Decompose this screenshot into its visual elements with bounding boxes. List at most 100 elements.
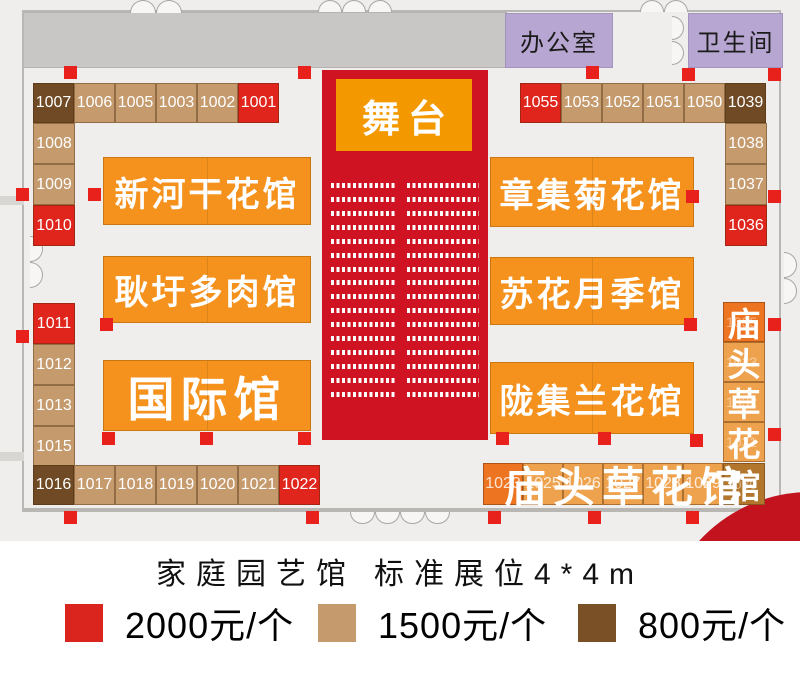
booth-number: 1009 [36, 175, 72, 193]
seat-row [331, 280, 479, 286]
red-marker [768, 428, 781, 441]
booth-1001: 1001 [238, 83, 279, 123]
booth-number: 1017 [76, 476, 113, 493]
booth-1006: 1006 [74, 83, 115, 123]
hall-label: 章集菊花馆 [499, 176, 685, 215]
booth-number: 1035 [726, 314, 758, 330]
booth-1016: 1016 [33, 465, 74, 505]
seat-row [331, 210, 479, 216]
booth-1028: 1028 [643, 463, 683, 505]
red-marker [588, 511, 601, 524]
booth-number: 1007 [35, 94, 72, 111]
booth-1029: 1029 [683, 463, 723, 505]
seat-row [331, 294, 479, 300]
legend-title-hall: 家庭园艺馆 [155, 558, 356, 591]
booth-number: 1051 [645, 94, 682, 111]
red-marker [768, 190, 781, 203]
booth-number: 1036 [728, 216, 764, 234]
booth-number: 1039 [727, 94, 764, 111]
seat-row [331, 252, 479, 258]
booth-1026: 1026 [563, 463, 603, 505]
outer-wall-top-line [22, 10, 781, 12]
booth-number: 1037 [728, 175, 764, 193]
booth-group-right-col: 1038 1037 1036 [725, 123, 767, 246]
booth-number: 1053 [563, 94, 600, 111]
hall-right-0: 章集菊花馆 [490, 157, 694, 227]
booth-number: 1032 [726, 394, 758, 410]
booth-1036: 1036 [725, 205, 767, 246]
booth-number: 1002 [199, 94, 236, 111]
booth-1012: 1012 [33, 344, 75, 385]
red-marker [64, 66, 77, 79]
legend-price-label: 1500元/个 [378, 605, 548, 646]
hall-vertical-char: 草 [727, 386, 761, 423]
stage-label: 舞台 [361, 98, 454, 141]
legend-color-swatch [318, 604, 356, 642]
booth-group-left-col-upper: 1008 1009 1010 [33, 123, 75, 246]
red-marker [488, 511, 501, 524]
hall-label: 新河干花馆 [114, 175, 300, 214]
hall-label: 国际馆 [127, 373, 287, 426]
red-marker [496, 432, 509, 445]
booth-1010: 1010 [33, 205, 75, 246]
booth-1027: 1027 [603, 463, 643, 505]
door-arc-icon [672, 16, 684, 40]
booth-1009: 1009 [33, 164, 75, 205]
booth-1003: 1003 [156, 83, 197, 123]
hall-right-2: 陇集兰花馆 [490, 362, 694, 434]
seat-row [331, 308, 479, 314]
booth-number: 1023 [485, 475, 521, 492]
door-arc-icon [672, 41, 684, 65]
booth-number: 1013 [36, 396, 72, 414]
red-marker [200, 432, 213, 445]
booth-1025: 1025 [523, 463, 563, 505]
right-wall-line [779, 12, 781, 509]
wall-stub [0, 452, 24, 461]
booth-1039: 1039 [725, 83, 766, 123]
seat-row [331, 196, 479, 202]
seat-row [331, 183, 479, 188]
red-marker [768, 318, 781, 331]
booth-number: 1026 [565, 475, 601, 492]
legend-color-swatch [578, 604, 616, 642]
booth-1050: 1050 [684, 83, 725, 123]
booth-1038: 1038 [725, 123, 767, 164]
seat-row [331, 238, 479, 244]
booth-1055: 1055 [520, 83, 561, 123]
booth-number: 1050 [686, 94, 723, 111]
booth-1005: 1005 [115, 83, 156, 123]
red-marker [586, 66, 599, 79]
booth-number: 1029 [685, 475, 721, 492]
booth-number: 1038 [728, 134, 764, 152]
booth-number: 1021 [240, 476, 277, 493]
door-arc-icon [664, 0, 688, 12]
booth-number: 1031 [726, 434, 758, 450]
hall-vertical-char: 头 [727, 346, 761, 383]
booth-number: 1027 [605, 475, 641, 492]
seat-row [331, 336, 479, 342]
booth-number: 1028 [645, 475, 681, 492]
booth-number: 1033 [726, 354, 758, 370]
door-arc-icon [350, 512, 375, 524]
red-marker [306, 511, 319, 524]
red-marker [88, 188, 101, 201]
booth-1023: 1023 [483, 463, 523, 505]
hall-vertical-char: 馆 [727, 468, 761, 505]
red-marker [16, 330, 29, 343]
booth-1015: 1015 [33, 426, 75, 467]
red-marker [298, 66, 311, 79]
booth-1008: 1008 [33, 123, 75, 164]
red-marker [100, 318, 113, 331]
booth-number: 1015 [36, 437, 72, 455]
legend-item-0: 2000元/个 [65, 597, 294, 649]
door-arc-icon [400, 512, 425, 524]
